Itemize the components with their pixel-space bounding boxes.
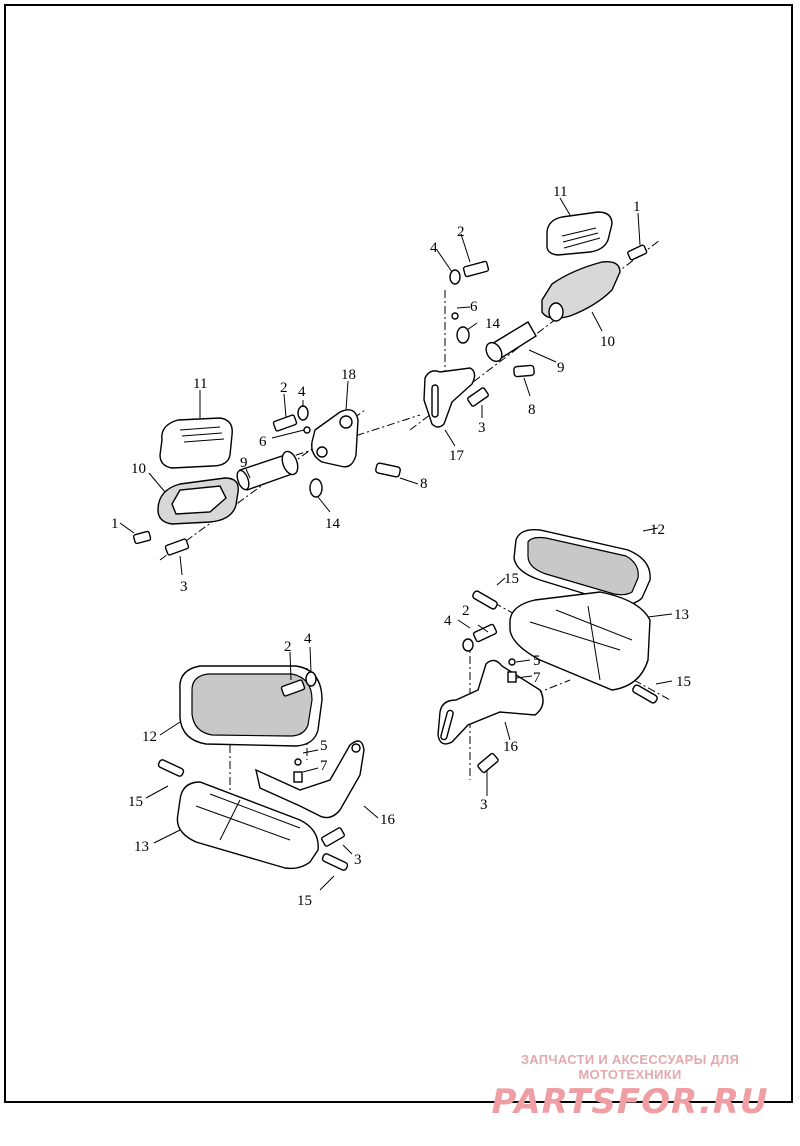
- part-11-pad-right: [546, 211, 613, 256]
- part-15-pin-c1: [157, 759, 185, 777]
- callout-3: 3: [478, 420, 486, 436]
- part-1-screw-right: [627, 244, 648, 261]
- part-3-bolt-c: [321, 827, 345, 847]
- part-2-bolt-d: [472, 623, 498, 643]
- callout-17: 17: [449, 448, 465, 464]
- callout-4: 4: [304, 631, 312, 647]
- callout-3: 3: [180, 579, 188, 595]
- callout-4: 4: [430, 240, 438, 256]
- part-8-pin-right: [513, 364, 535, 378]
- callout-7: 7: [320, 758, 328, 774]
- assembly-right-floorboard: [437, 529, 671, 780]
- part-15-pin-d1: [472, 590, 498, 610]
- callout-9: 9: [240, 455, 248, 471]
- part-2-bolt-right: [462, 260, 490, 278]
- callout-5: 5: [533, 653, 541, 669]
- callout-9: 9: [557, 360, 565, 376]
- callout-4: 4: [444, 613, 452, 629]
- callout-15: 15: [504, 571, 519, 587]
- callout-8: 8: [420, 476, 428, 492]
- callout-16: 16: [380, 812, 396, 828]
- callout-15: 15: [297, 893, 312, 909]
- part-1-screw-left: [132, 530, 152, 545]
- part-5-ball-d: [508, 658, 516, 666]
- callouts-assembly-d: 12 15 13 4 2 5 7 15 16 3: [444, 522, 691, 813]
- part-10-peg-body-right: [541, 261, 621, 322]
- callout-2: 2: [462, 603, 470, 619]
- part-18-bracket-left: [311, 409, 359, 468]
- callouts-assembly-b: 11 1 10 9 8 14 6 2 4 3 17: [430, 184, 641, 464]
- part-8-pin-left: [375, 462, 401, 478]
- callout-4: 4: [298, 384, 306, 400]
- part-16-bracket-d: [437, 659, 544, 745]
- assembly-left-footpeg: [132, 405, 421, 561]
- callout-14: 14: [325, 516, 341, 532]
- callout-15: 15: [128, 794, 143, 810]
- callouts-assembly-a: 11 10 1 3 9 2 4 6 18 14 8: [111, 367, 428, 595]
- part-10-peg-body-left: [157, 477, 239, 525]
- callout-12: 12: [650, 522, 665, 538]
- part-4-washer-left: [297, 405, 309, 421]
- callout-15: 15: [676, 674, 691, 690]
- callout-1: 1: [111, 516, 119, 532]
- part-9-pin-left: [236, 450, 299, 491]
- part-17-bracket-right: [423, 367, 476, 428]
- assembly-right-footpeg: [409, 211, 661, 431]
- part-12-board-right: [513, 529, 651, 606]
- part-13-frame-left: [176, 781, 319, 870]
- callouts-assembly-c: 2 4 12 5 7 15 13 3 16 15: [128, 631, 396, 909]
- part-15-pin-c2: [321, 853, 349, 871]
- part-9-pin-right: [485, 321, 537, 363]
- part-7-spring-c: [293, 771, 303, 783]
- part-3-bolt-d: [477, 752, 499, 774]
- part-4-washer-right: [449, 269, 461, 285]
- assembly-left-floorboard: [157, 665, 365, 871]
- watermark: ЗАПЧАСТИ И АКСЕССУАРЫ ДЛЯ МОТОТЕХНИКИ PA…: [480, 1052, 780, 1122]
- part-4-washer-c: [305, 671, 317, 687]
- part-6-ring-right: [451, 312, 459, 320]
- callout-2: 2: [284, 639, 292, 655]
- leader-lines: [119, 197, 673, 891]
- part-2-bolt-left: [272, 414, 298, 432]
- part-4-washer-d: [462, 638, 474, 652]
- part-14-washer-left: [309, 478, 323, 498]
- callout-8: 8: [528, 402, 536, 418]
- part-12-board-left: [179, 665, 323, 747]
- part-7-spring-d: [507, 671, 517, 683]
- part-5-ball-c: [294, 758, 302, 766]
- callout-14: 14: [485, 316, 501, 332]
- callout-6: 6: [470, 299, 478, 315]
- watermark-tagline: ЗАПЧАСТИ И АКСЕССУАРЫ ДЛЯ МОТОТЕХНИКИ: [520, 1052, 740, 1082]
- watermark-logo: PARTSFOR.RU: [491, 1082, 769, 1122]
- part-15-pin-d2: [632, 684, 658, 704]
- part-2-bolt-c: [280, 679, 306, 697]
- part-14-washer-right: [456, 326, 470, 344]
- callout-11: 11: [553, 184, 567, 200]
- callout-3: 3: [354, 852, 362, 868]
- callout-13: 13: [134, 839, 149, 855]
- callout-10: 10: [600, 334, 615, 350]
- part-13-frame-right: [509, 591, 651, 691]
- callout-12: 12: [142, 729, 157, 745]
- callout-11: 11: [193, 376, 207, 392]
- part-3-bolt-left: [164, 538, 190, 556]
- callout-2: 2: [280, 380, 288, 396]
- part-3-bolt-right: [467, 387, 489, 407]
- callout-1: 1: [633, 199, 641, 215]
- part-11-pad-left: [159, 417, 233, 469]
- callout-7: 7: [533, 670, 541, 686]
- callout-3: 3: [480, 797, 488, 813]
- page-frame: [4, 4, 793, 1103]
- callout-18: 18: [341, 367, 356, 383]
- part-16-bracket-c: [255, 740, 365, 819]
- callout-10: 10: [131, 461, 146, 477]
- callout-5: 5: [320, 738, 328, 754]
- callout-16: 16: [503, 739, 519, 755]
- part-6-ring-left: [303, 426, 311, 434]
- callout-6: 6: [259, 434, 267, 450]
- callout-13: 13: [674, 607, 689, 623]
- callout-2: 2: [457, 224, 465, 240]
